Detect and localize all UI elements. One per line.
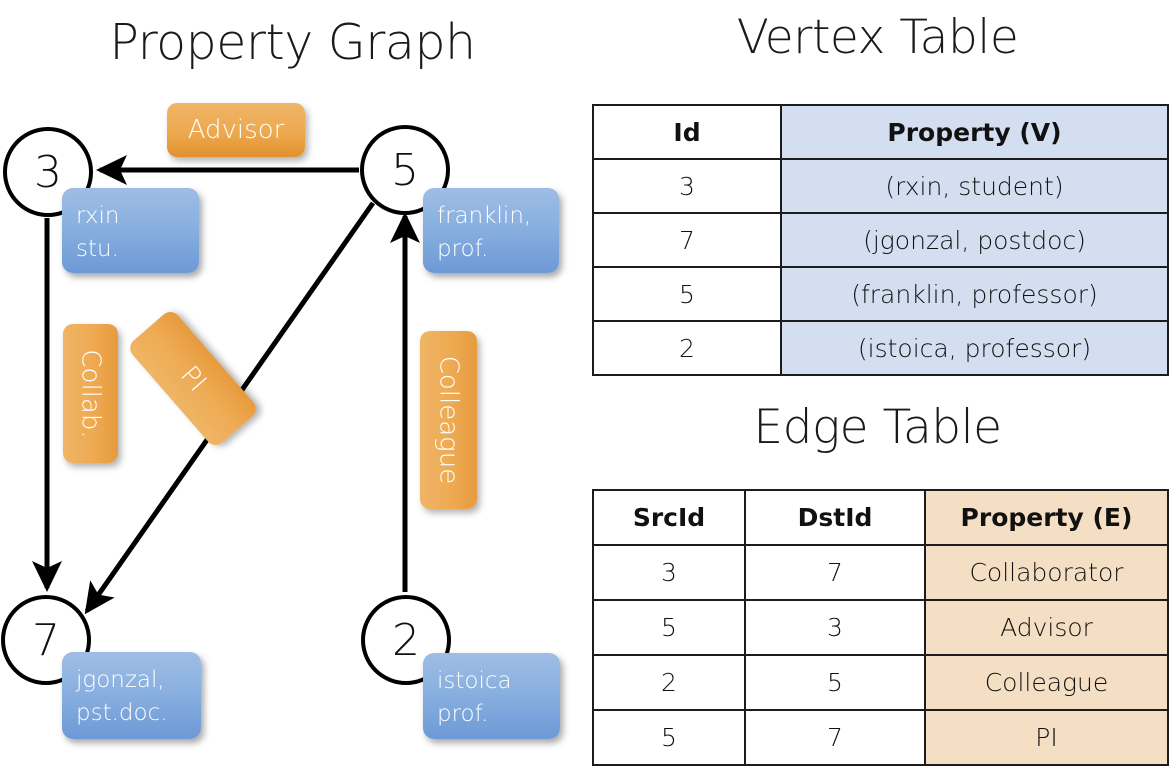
table-row: 7 (jgonzal, postdoc) — [592, 212, 1169, 268]
edge-cell-dstid: 5 — [744, 654, 926, 711]
edge-table-header-srcid: SrcId — [592, 489, 746, 546]
vertex-property-box-7: jgonzal, pst.doc. — [62, 652, 201, 739]
table-row: 5 7 PI — [592, 709, 1169, 766]
edge-cell-srcid: 2 — [592, 654, 746, 711]
edge-label-collab: Collab. — [63, 324, 118, 463]
edge-cell-dstid: 7 — [744, 709, 926, 766]
edge-cell-property: PI — [924, 709, 1169, 766]
edge-cell-srcid: 5 — [592, 599, 746, 656]
edge-label-pi-text: PI — [174, 359, 212, 398]
vertex-property-name-5: franklin, — [437, 203, 532, 229]
vertex-cell-property: (istoica, professor) — [780, 320, 1169, 376]
property-graph-diagram: 3 5 7 2 rxin stu. franklin, prof. jgonza… — [0, 0, 585, 760]
vertex-cell-property: (rxin, student) — [780, 158, 1169, 214]
edge-table-header-dstid: DstId — [744, 489, 926, 546]
vertex-table-header-id: Id — [592, 104, 782, 160]
vertex-property-name-2: istoica — [437, 668, 512, 694]
vertex-table: Id Property (V) 3 (rxin, student) 7 (jgo… — [592, 104, 1169, 376]
vertex-cell-id: 7 — [592, 212, 782, 268]
page-title-property-graph: Property Graph — [109, 14, 476, 71]
edge-table-header-property: Property (E) — [924, 489, 1169, 546]
table-row: 2 5 Colleague — [592, 654, 1169, 711]
vertex-cell-id: 2 — [592, 320, 782, 376]
edge-cell-srcid: 5 — [592, 709, 746, 766]
page-title-edge-table: Edge Table — [753, 400, 1002, 455]
table-row: 2 (istoica, professor) — [592, 320, 1169, 376]
vertex-table-header-property: Property (V) — [780, 104, 1169, 160]
edge-label-colleague: Colleague — [420, 331, 477, 509]
vertex-property-name-3: rxin — [76, 203, 120, 229]
edge-cell-srcid: 3 — [592, 544, 746, 601]
edge-table-header-row: SrcId DstId Property (E) — [592, 489, 1169, 546]
vertex-table-header-row: Id Property (V) — [592, 104, 1169, 160]
vertex-cell-id: 3 — [592, 158, 782, 214]
graph-node-2[interactable]: 2 — [361, 595, 451, 685]
vertex-property-box-5: franklin, prof. — [423, 188, 559, 273]
vertex-cell-id: 5 — [592, 266, 782, 322]
edge-cell-property: Collaborator — [924, 544, 1169, 601]
vertex-cell-property: (franklin, professor) — [780, 266, 1169, 322]
vertex-property-role-7: pst.doc. — [76, 699, 168, 726]
vertex-property-box-2: istoica prof. — [423, 653, 560, 739]
vertex-cell-property: (jgonzal, postdoc) — [780, 212, 1169, 268]
edge-label-advisor-text: Advisor — [187, 115, 285, 145]
vertex-property-name-7: jgonzal, — [76, 667, 165, 693]
table-row: 3 (rxin, student) — [592, 158, 1169, 214]
edge-label-collab-text: Collab. — [75, 348, 106, 439]
edge-label-advisor: Advisor — [167, 103, 305, 157]
table-row: 5 (franklin, professor) — [592, 266, 1169, 322]
edge-label-colleague-text: Colleague — [433, 355, 464, 485]
vertex-property-box-3: rxin stu. — [62, 188, 199, 273]
page-title-vertex-table: Vertex Table — [736, 10, 1019, 65]
table-row: 5 3 Advisor — [592, 599, 1169, 656]
vertex-property-role-3: stu. — [76, 235, 119, 262]
edge-cell-dstid: 3 — [744, 599, 926, 656]
edge-table: SrcId DstId Property (E) 3 7 Collaborato… — [592, 489, 1169, 766]
edge-cell-property: Colleague — [924, 654, 1169, 711]
edge-cell-property: Advisor — [924, 599, 1169, 656]
vertex-property-role-2: prof. — [437, 700, 489, 727]
edge-cell-dstid: 7 — [744, 544, 926, 601]
table-row: 3 7 Collaborator — [592, 544, 1169, 601]
vertex-property-role-5: prof. — [437, 235, 489, 262]
